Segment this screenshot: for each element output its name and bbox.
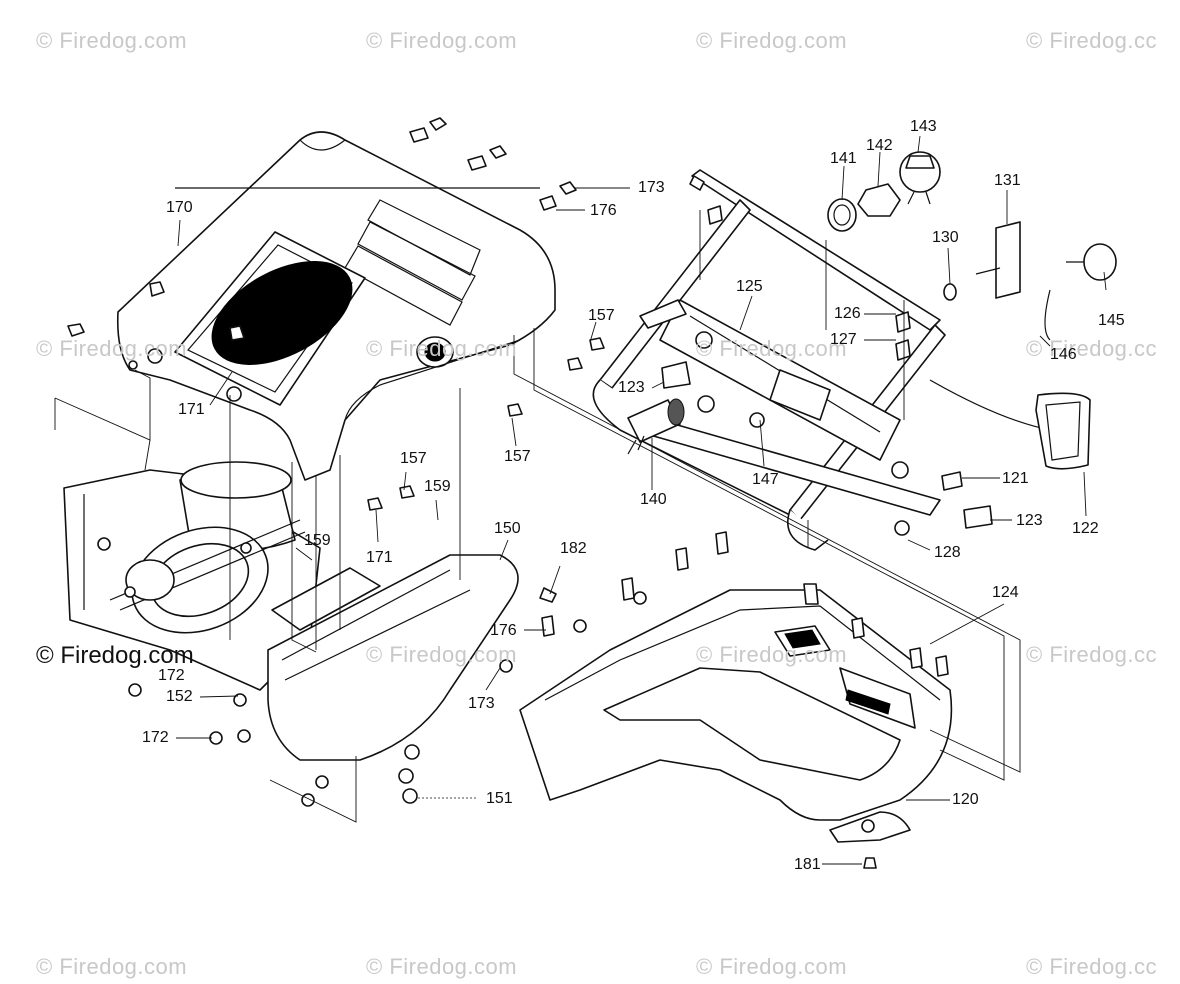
- watermark: © Firedog.com: [366, 954, 518, 979]
- part-number-label: 125: [736, 278, 763, 295]
- part-number-label: 172: [158, 667, 185, 684]
- part-number-label: 157: [504, 448, 531, 465]
- part-number-label: 124: [992, 584, 1019, 601]
- part-number-label: 181: [794, 856, 821, 873]
- watermark: © Firedog.cc: [1026, 336, 1158, 361]
- lower-chute-part: [499, 531, 953, 869]
- part-number-label: 150: [494, 520, 521, 537]
- part-number-label: 172: [142, 729, 169, 746]
- watermark: © Firedog.com: [36, 954, 188, 979]
- part-number-label: 145: [1098, 312, 1125, 329]
- part-number-label: 141: [830, 150, 857, 167]
- watermark-dark: © Firedog.com: [36, 642, 194, 669]
- part-number-label: 127: [830, 331, 857, 348]
- part-number-label: 130: [932, 229, 959, 246]
- handle-frame-part: [592, 169, 1051, 551]
- part-number-label: 147: [752, 471, 779, 488]
- part-number-label: 173: [638, 179, 665, 196]
- watermark: © Firedog.cc: [1026, 642, 1158, 667]
- part-number-label: 146: [1050, 346, 1077, 363]
- part-number-label: 126: [834, 305, 861, 322]
- part-number-label: 173: [468, 695, 495, 712]
- part-number-label: 122: [1072, 520, 1099, 537]
- watermark: © Firedog.com: [696, 28, 848, 53]
- ignition-parts: [661, 151, 1117, 536]
- part-number-label: 151: [486, 790, 513, 807]
- part-number-label: 171: [366, 549, 393, 566]
- shroud-screws: [67, 117, 605, 511]
- part-number-label: 123: [1016, 512, 1043, 529]
- part-number-label: 157: [400, 450, 427, 467]
- part-number-label: 143: [910, 118, 937, 135]
- part-number-label: 182: [560, 540, 587, 557]
- part-number-label: 123: [618, 379, 645, 396]
- watermark: © Firedog.cc: [1026, 954, 1158, 979]
- part-number-label: 120: [952, 791, 979, 808]
- part-number-label: 152: [166, 688, 193, 705]
- part-number-label: 157: [588, 307, 615, 324]
- part-number-label: 142: [866, 137, 893, 154]
- watermark: © Firedog.com: [36, 28, 188, 53]
- part-number-label: 121: [1002, 470, 1029, 487]
- watermark: © Firedog.com: [696, 642, 848, 667]
- part-number-label: 128: [934, 544, 961, 561]
- part-number-label: 171: [178, 401, 205, 418]
- switch-part: [627, 398, 685, 455]
- watermark: © Firedog.com: [366, 336, 518, 361]
- part-number-label: 159: [304, 532, 331, 549]
- part-number-label: 159: [424, 478, 451, 495]
- part-number-label: 176: [590, 202, 617, 219]
- part-number-label: 140: [640, 491, 667, 508]
- watermark: © Firedog.com: [366, 642, 518, 667]
- watermark: © Firedog.cc: [1026, 28, 1158, 53]
- part-number-label: 131: [994, 172, 1021, 189]
- top-shroud-part: [116, 131, 556, 481]
- front-chute-part: [128, 554, 519, 807]
- watermark: © Firedog.com: [36, 336, 188, 361]
- part-number-label: 170: [166, 199, 193, 216]
- watermark: © Firedog.com: [696, 336, 848, 361]
- leader-lines: [54, 135, 1107, 865]
- watermark: © Firedog.com: [696, 954, 848, 979]
- watermark: © Firedog.com: [366, 28, 518, 53]
- part-number-label: 176: [490, 622, 517, 639]
- auger-housing-part: [63, 461, 381, 691]
